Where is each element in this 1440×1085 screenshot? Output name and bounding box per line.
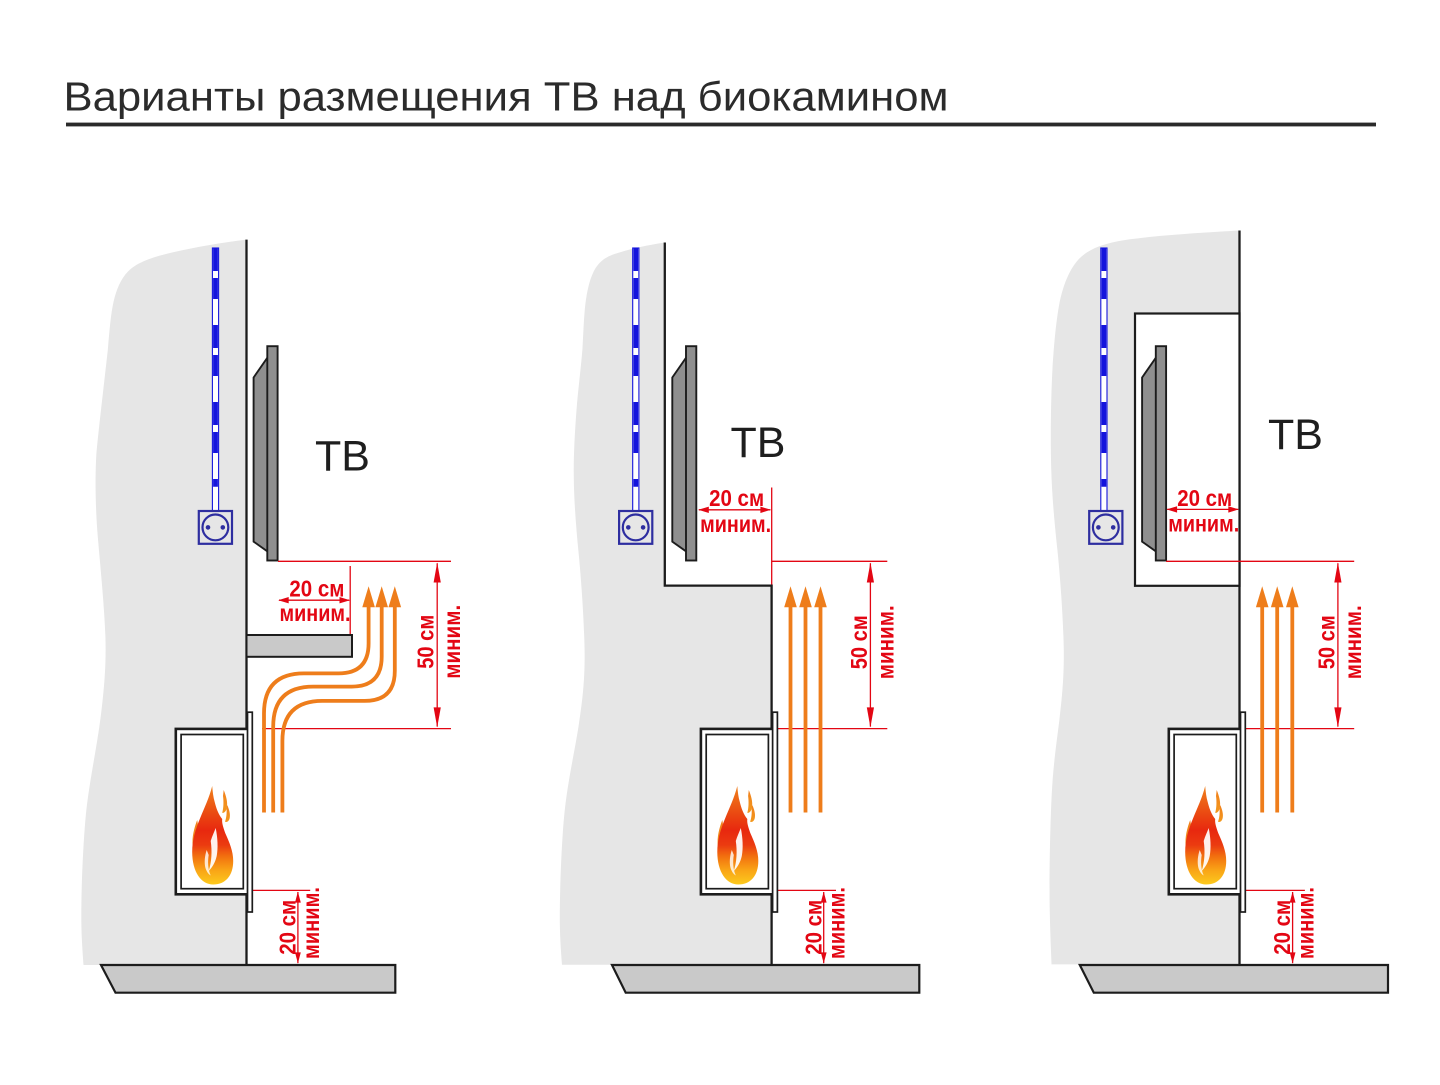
svg-text:20 см: 20 см [709, 485, 764, 511]
svg-text:миним.: миним. [439, 605, 465, 679]
svg-text:миним.: миним. [872, 605, 898, 679]
svg-text:50 см: 50 см [1313, 615, 1339, 669]
svg-text:миним.: миним. [280, 600, 351, 626]
svg-text:миним.: миним. [700, 511, 771, 537]
svg-text:миним.: миним. [298, 887, 324, 959]
svg-text:20 см: 20 см [289, 576, 344, 602]
svg-text:миним.: миним. [1293, 887, 1319, 959]
svg-text:ТВ: ТВ [1268, 411, 1323, 459]
svg-text:20 см: 20 см [275, 900, 301, 955]
svg-text:Варианты размещения ТВ над био: Варианты размещения ТВ над биокамином [64, 74, 949, 120]
svg-text:20 см: 20 см [1269, 900, 1295, 955]
svg-text:50 см: 50 см [846, 615, 872, 669]
svg-text:миним.: миним. [824, 887, 850, 959]
svg-text:20 см: 20 см [800, 900, 826, 955]
svg-text:миним.: миним. [1168, 510, 1239, 536]
svg-text:ТВ: ТВ [315, 433, 370, 481]
svg-text:ТВ: ТВ [731, 419, 786, 467]
svg-text:20 см: 20 см [1177, 485, 1232, 511]
svg-text:50 см: 50 см [413, 615, 439, 669]
svg-text:миним.: миним. [1340, 605, 1366, 679]
